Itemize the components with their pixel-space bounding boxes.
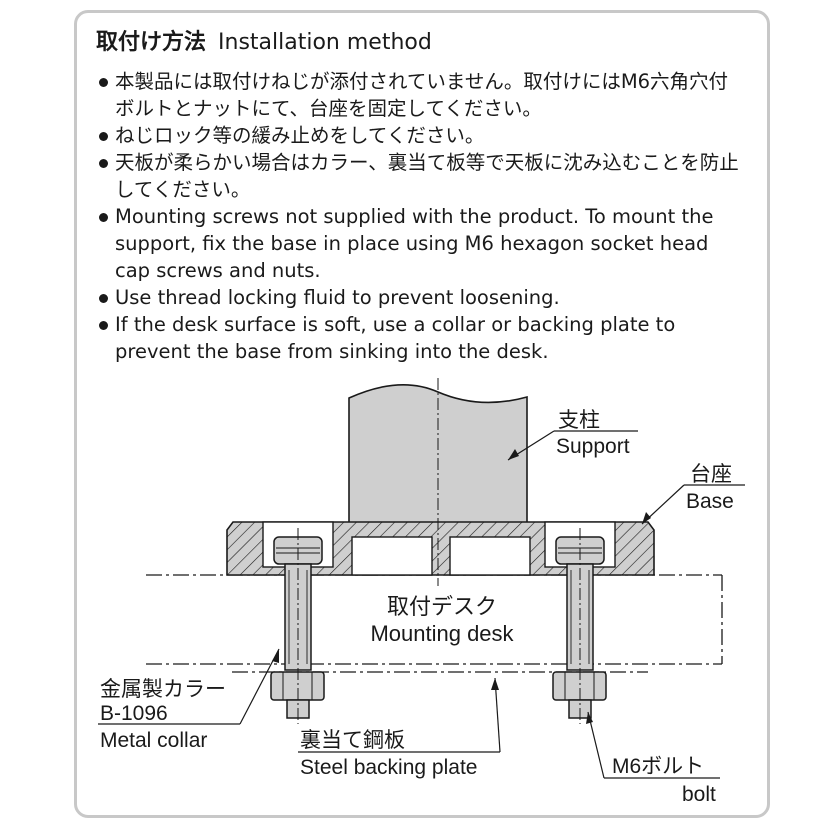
label-base-en: Base <box>686 490 734 513</box>
instruction-line: Mounting screws not supplied with the pr… <box>115 205 714 228</box>
instruction-line: ボルトとナットにて、台座を固定してください。 <box>115 97 542 120</box>
label-collar-code: B-1096 <box>100 702 168 725</box>
instruction-line: ねじロック等の緩み止めをしてください。 <box>115 124 485 147</box>
label-support-jp: 支柱 <box>558 409 600 432</box>
instruction-line: cap screws and nuts. <box>115 259 321 282</box>
section-heading: 取付け方法 Installation method <box>96 28 432 58</box>
label-plate-en: Steel backing plate <box>300 756 477 779</box>
instruction-item: 天板が柔らかい場合はカラー、裏当て板等で天板に沈み込むことを防止してください。 <box>96 149 764 203</box>
label-bolt-en: bolt <box>682 783 716 806</box>
instruction-item: ねじロック等の緩み止めをしてください。 <box>96 122 764 149</box>
instruction-list: 本製品には取付けねじが添付されていません。取付けにはM6六角穴付ボルトとナットに… <box>96 68 764 365</box>
instruction-line: If the desk surface is soft, use a colla… <box>115 313 676 336</box>
center-recess-right <box>449 536 531 576</box>
center-recess-left <box>351 536 433 576</box>
instruction-line: 天板が柔らかい場合はカラー、裏当て板等で天板に沈み込むことを防止 <box>115 151 739 174</box>
label-plate-jp: 裏当て鋼板 <box>300 729 405 752</box>
instruction-item: Use thread locking fluid to prevent loos… <box>96 284 764 311</box>
instruction-line: 本製品には取付けねじが添付されていません。取付けにはM6六角穴付 <box>115 70 729 93</box>
instruction-line: Use thread locking fluid to prevent loos… <box>115 286 560 309</box>
label-collar-jp: 金属製カラー <box>100 678 226 701</box>
instruction-line: してください。 <box>115 178 251 201</box>
instruction-item: If the desk surface is soft, use a colla… <box>96 311 764 365</box>
instruction-item: Mounting screws not supplied with the pr… <box>96 203 764 284</box>
label-bolt-jp: M6ボルト <box>612 755 704 778</box>
instruction-line: support, fix the base in place using M6 … <box>115 232 709 255</box>
leader-arrowheads <box>272 449 651 724</box>
label-collar-en: Metal collar <box>100 729 207 752</box>
label-desk-jp: 取付デスク <box>387 594 497 619</box>
heading-jp: 取付け方法 <box>96 30 207 55</box>
heading-en: Installation method <box>218 30 432 55</box>
instruction-line: prevent the base from sinking into the d… <box>115 340 549 363</box>
label-desk-en: Mounting desk <box>370 621 514 646</box>
label-support-en: Support <box>556 435 630 458</box>
instruction-item: 本製品には取付けねじが添付されていません。取付けにはM6六角穴付ボルトとナットに… <box>96 68 764 122</box>
mounting-desk <box>146 574 723 665</box>
label-base-jp: 台座 <box>690 463 732 486</box>
center-lines <box>297 378 581 724</box>
